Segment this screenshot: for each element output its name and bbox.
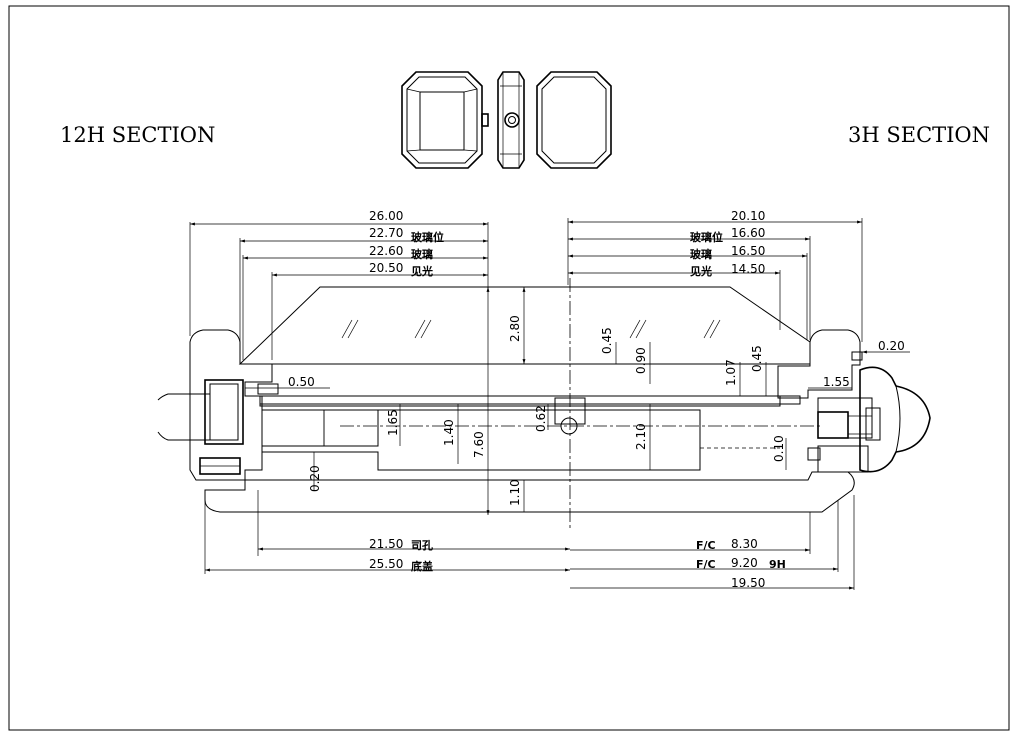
vdim-total-height: 7.60 [472, 431, 486, 458]
vdim-0-10: 0.10 [772, 435, 786, 462]
vdim-0-20: 0.20 [308, 465, 322, 492]
vdim-1-40: 1.40 [442, 419, 456, 446]
dim-gap-0-50: 0.50 [288, 375, 315, 389]
dim-right-2-value: 16.60 [731, 226, 765, 240]
vertical-dimensions: 2.80 0.45 0.90 1.07 0.45 1.65 1.40 7.60 … [245, 287, 910, 515]
right-dimension-stack: 20.10 16.60 玻璃位 16.50 玻璃 14.50 见光 [567, 209, 863, 342]
bottom-left-dimensions: 21.50 司孔 25.50 底盖 [204, 490, 570, 574]
watch-top-view-back [536, 71, 612, 169]
watch-side-view [497, 71, 525, 169]
dim-right-1-value: 20.10 [731, 209, 765, 223]
dim-bottom-2-note: 底盖 [411, 559, 433, 573]
dim-bottom-2-value: 25.50 [369, 557, 403, 571]
dim-crown-gap: 0.20 [878, 339, 905, 353]
vdim-glass-height: 2.80 [508, 315, 522, 342]
dim-br-2-prefix: F/C [696, 558, 716, 571]
dim-br-1-value: 8.30 [731, 537, 758, 551]
vdim-2-10: 2.10 [634, 423, 648, 450]
vdim-0-45-left: 0.45 [600, 327, 614, 354]
title-3h-section: 3H SECTION [848, 123, 990, 147]
dim-br-1-prefix: F/C [696, 539, 716, 552]
dim-br-3-value: 19.50 [731, 576, 765, 590]
dim-left-4-note: 见光 [411, 264, 433, 278]
dim-left-2-value: 22.70 [369, 226, 403, 240]
dim-right-3-value: 16.50 [731, 244, 765, 258]
vdim-0-62: 0.62 [534, 405, 548, 432]
dim-br-2-value: 9.20 [731, 556, 758, 570]
dim-left-1-value: 26.00 [369, 209, 403, 223]
dim-left-4-value: 20.50 [369, 261, 403, 275]
bottom-right-dimensions: F/C 8.30 F/C 9.20 9H 19.50 [570, 495, 855, 590]
sheet-frame [8, 5, 1010, 731]
dim-left-3-note: 玻璃 [411, 247, 433, 261]
dim-bottom-1-value: 21.50 [369, 537, 403, 551]
left-dimension-stack: 26.00 22.70 玻璃位 22.60 玻璃 20.50 见光 [189, 209, 489, 360]
watch-top-view-front [401, 71, 489, 169]
dim-right-4-value: 14.50 [731, 262, 765, 276]
title-12h-section: 12H SECTION [60, 123, 215, 147]
vdim-1-10: 1.10 [508, 479, 522, 506]
dim-crown-1-55: 1.55 [823, 375, 850, 389]
vdim-1-65: 1.65 [386, 409, 400, 436]
vdim-1-07: 1.07 [724, 359, 738, 386]
dim-bottom-1-note: 司孔 [411, 539, 433, 552]
dim-left-3-value: 22.60 [369, 244, 403, 258]
vdim-0-90: 0.90 [634, 347, 648, 374]
vdim-0-45-right: 0.45 [750, 345, 764, 372]
crystal-glass [238, 286, 811, 365]
watch-cross-section [157, 278, 931, 530]
crown [807, 366, 931, 473]
dim-right-2-note: 玻璃位 [690, 230, 723, 244]
dim-br-2-note: 9H [769, 558, 786, 571]
dim-left-2-note: 玻璃位 [411, 230, 444, 244]
dim-right-4-note: 见光 [690, 264, 712, 278]
dim-right-3-note: 玻璃 [690, 247, 712, 261]
